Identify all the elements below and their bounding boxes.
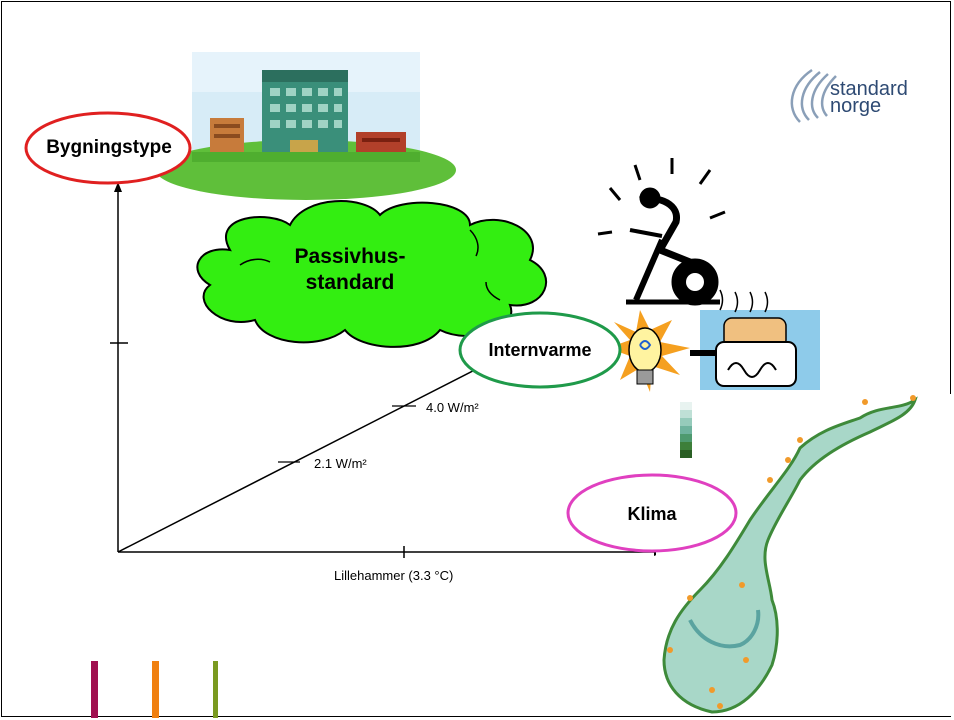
energy-line — [117, 351, 511, 553]
cyclist-image — [597, 158, 726, 306]
cloud-label-line1: Passivhus- — [294, 245, 406, 268]
building-image — [156, 52, 456, 200]
accent-bar-olive — [213, 661, 218, 718]
chart-axes — [110, 182, 664, 558]
cloud-label-line2: standard — [305, 271, 395, 294]
climate-oval — [566, 473, 738, 553]
accent-bar-crimson — [91, 661, 98, 718]
building-type-oval — [24, 111, 192, 185]
building-type-label: Bygningstype — [46, 137, 172, 158]
marker-label-4-0: 4.0 W/m² — [426, 400, 479, 415]
light-bulb-image — [608, 310, 690, 392]
accent-bar-orange — [152, 661, 159, 718]
map-legend — [680, 402, 692, 458]
toaster-image — [690, 289, 820, 390]
logo-text-norge: norge — [830, 95, 882, 117]
logo-text-standard: standard — [830, 78, 908, 100]
internal-heat-label: Internvarme — [488, 339, 592, 360]
passivhus-cloud — [196, 200, 548, 348]
internal-heat-oval — [458, 311, 622, 389]
climate-label: Klima — [627, 503, 677, 524]
standard-norge-logo-mark — [790, 68, 837, 123]
x-axis-label: Lillehammer (3.3 °C) — [334, 568, 454, 583]
marker-label-2-1: 2.1 W/m² — [314, 456, 367, 471]
norway-map — [656, 394, 952, 716]
